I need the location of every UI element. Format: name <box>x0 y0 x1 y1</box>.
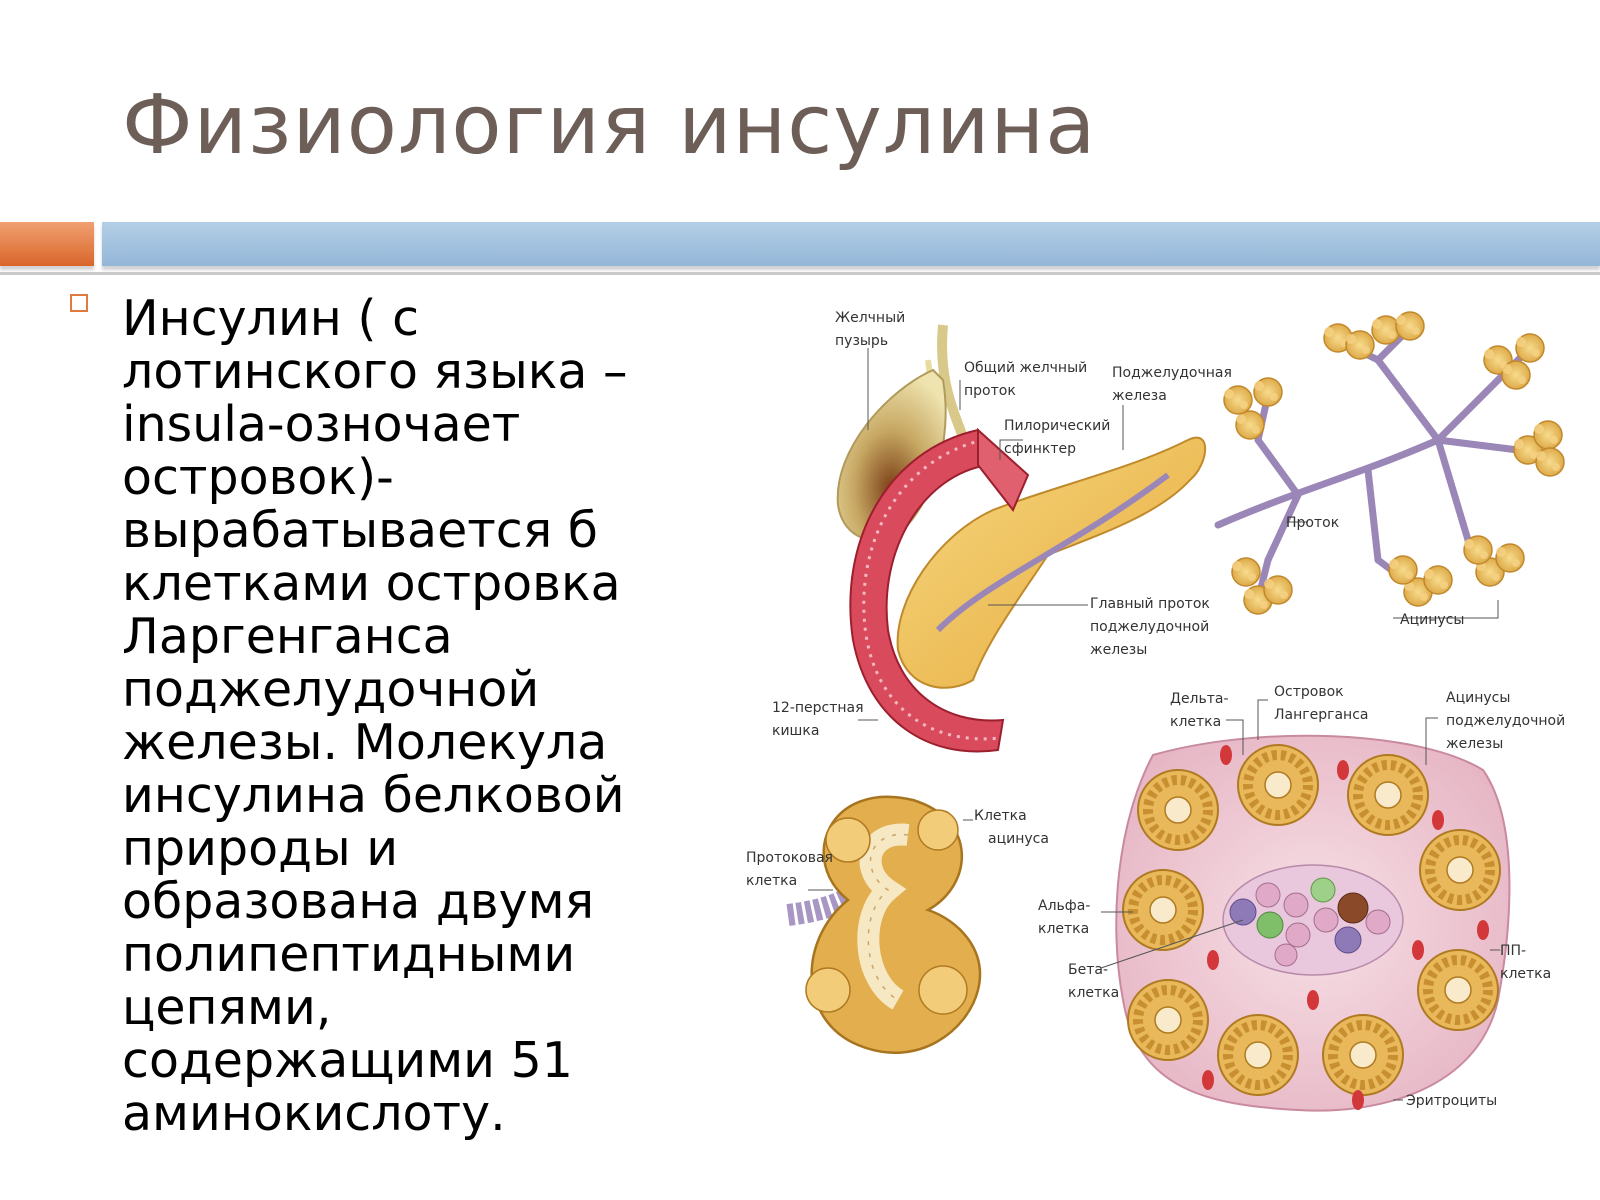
label-beta-1: Бета- <box>1068 962 1108 978</box>
title-accent-bar-blue <box>102 222 1600 266</box>
label-pp-2: клетка <box>1500 966 1551 982</box>
label-main-duct-2: поджелудочной <box>1090 619 1209 635</box>
pancreas-gross-diagram <box>836 324 1207 753</box>
label-islet-2: Лангерганса <box>1274 707 1368 723</box>
label-pyloric-2: сфинктер <box>1004 441 1076 457</box>
label-common-duct-2: проток <box>964 383 1016 399</box>
label-duodenum-1: 12-перстная <box>772 700 864 716</box>
label-acinus-cell-1: Клетка <box>974 808 1027 824</box>
label-main-duct-3: железы <box>1090 642 1147 658</box>
islet-diagram: Дельта- клетка Островок Лангерганса Ацин… <box>1038 684 1565 1112</box>
label-beta-2: клетка <box>1068 985 1119 1001</box>
label-erythrocytes: Эритроциты <box>1406 1093 1497 1109</box>
slide-title: Физиология инсулина <box>122 78 1097 173</box>
title-underline <box>0 272 1600 275</box>
bullet-text: Инсулин ( с лотинского языка – insula-оз… <box>122 290 628 1142</box>
label-duct: Проток <box>1286 515 1339 531</box>
label-gallbladder-1: Желчный <box>835 310 905 326</box>
acinus-diagram: Клетка ацинуса Протоковая клетка <box>746 795 1049 1055</box>
title-accent-bar-orange <box>0 222 94 266</box>
label-common-duct-1: Общий желчный <box>964 360 1087 376</box>
label-main-duct-1: Главный проток <box>1090 596 1210 612</box>
pancreas-anatomy-illustration: Желчный пузырь Общий желчный проток Подж… <box>738 300 1600 1140</box>
bullet-square-icon <box>70 294 88 312</box>
label-delta-1: Дельта- <box>1170 691 1229 707</box>
label-duct-cell-1: Протоковая <box>746 850 833 866</box>
label-islet-1: Островок <box>1274 684 1344 700</box>
label-pancreas-acini-2: поджелудочной <box>1446 713 1565 729</box>
label-pyloric-1: Пилорический <box>1004 418 1110 434</box>
label-acini: Ацинусы <box>1400 612 1464 628</box>
label-pancreas-acini-1: Ацинусы <box>1446 690 1510 706</box>
label-duodenum-2: кишка <box>772 723 819 739</box>
pancreas-gross-labels: Желчный пузырь Общий желчный проток Подж… <box>772 310 1232 739</box>
label-alpha-2: клетка <box>1038 921 1089 937</box>
label-acinus-cell-2: ацинуса <box>988 831 1049 847</box>
label-pancreas-1: Поджелудочная <box>1112 365 1232 381</box>
label-pp-1: ПП- <box>1500 943 1526 959</box>
label-alpha-1: Альфа- <box>1038 898 1090 914</box>
label-pancreas-2: железа <box>1112 388 1167 404</box>
duct-tree-diagram: Проток Ацинусы <box>1214 311 1565 628</box>
label-pancreas-acini-3: железы <box>1446 736 1503 752</box>
label-gallbladder-2: пузырь <box>835 333 888 349</box>
label-delta-2: клетка <box>1170 714 1221 730</box>
label-duct-cell-2: клетка <box>746 873 797 889</box>
